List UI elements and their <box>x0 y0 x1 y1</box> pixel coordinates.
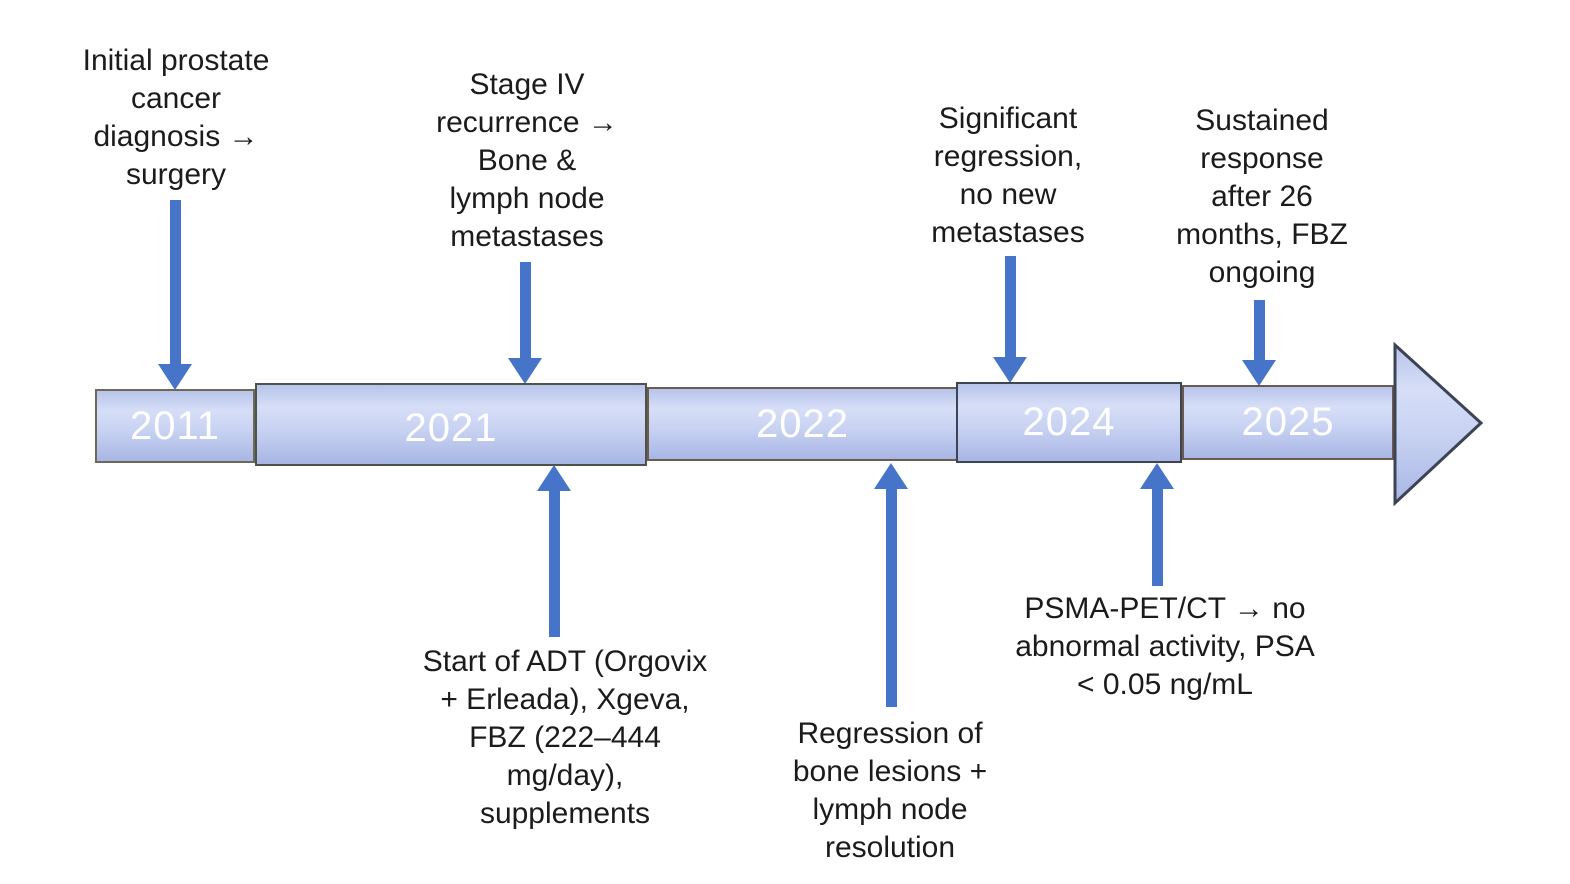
arrow-head <box>537 465 571 491</box>
arrow-down-icon <box>158 200 192 390</box>
timeline-segment-2025: 2025 <box>1182 385 1394 460</box>
event-note-2011-diagnosis: Initial prostate cancer diagnosis → surg… <box>82 44 270 191</box>
year-label-2022: 2022 <box>756 401 849 446</box>
timeline-segment-2021: 2021 <box>255 383 647 466</box>
arrow-down-icon <box>993 256 1027 383</box>
arrow-down-icon <box>1242 300 1276 386</box>
arrow-head <box>508 358 542 384</box>
event-note-2021-recurrence: Stage IV recurrence → Bone & lymph node … <box>436 68 618 253</box>
timeline-arrowhead-icon <box>1393 342 1484 506</box>
arrow-stem <box>1004 256 1016 357</box>
arrow-up-icon <box>874 463 908 707</box>
event-note-2025-sustained-response: Sustained response after 26 months, FBZ … <box>1176 104 1348 289</box>
arrow-stem <box>519 262 531 358</box>
timeline-segment-2011: 2011 <box>95 389 255 463</box>
event-note-2024-psma-pet-ct: PSMA-PET/CT → no abnormal activity, PSA … <box>1015 592 1315 701</box>
arrow-stem <box>1151 489 1163 586</box>
event-note-2021-treatment-start: Start of ADT (Orgovix + Erleada), Xgeva,… <box>422 645 708 830</box>
timeline-segment-2024: 2024 <box>956 382 1182 463</box>
arrow-up-icon <box>1140 463 1174 586</box>
arrow-head <box>1242 360 1276 386</box>
year-label-2021: 2021 <box>404 406 498 450</box>
arrow-stem <box>885 489 897 707</box>
event-note-2022-lesion-regression: Regression of bone lesions + lymph node … <box>792 717 988 864</box>
arrow-stem <box>169 200 181 364</box>
year-label-2024: 2024 <box>1022 400 1116 444</box>
year-label-2025: 2025 <box>1241 400 1335 444</box>
arrow-head <box>993 357 1027 383</box>
arrow-head <box>1140 463 1174 489</box>
arrow-stem <box>548 491 560 637</box>
event-note-2024-regression: Significant regression, no new metastase… <box>931 102 1085 249</box>
year-label-2011: 2011 <box>129 403 220 448</box>
arrow-down-icon <box>508 262 542 384</box>
arrow-stem <box>1253 300 1265 360</box>
arrow-up-icon <box>537 465 571 637</box>
timeline-segment-2022: 2022 <box>647 387 958 461</box>
arrow-head <box>874 463 908 489</box>
arrow-head <box>158 364 192 390</box>
